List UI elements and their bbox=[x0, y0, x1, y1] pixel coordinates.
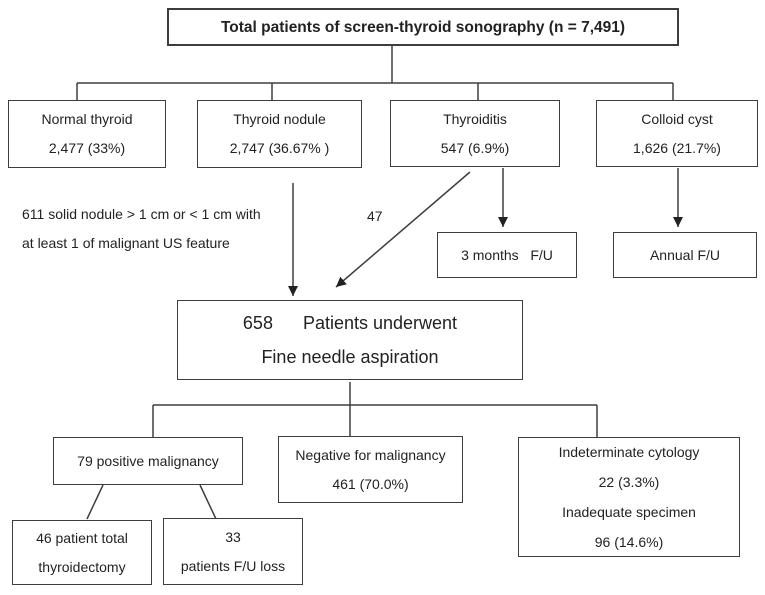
node-thyroid-nodule-count: 2,747 (36.67% ) bbox=[229, 140, 330, 156]
node-annual-fu: Annual F/U bbox=[613, 232, 757, 278]
node-fna-line1: 658 Patients underwent bbox=[242, 313, 458, 333]
node-thyroidectomy-line1: 46 patient total bbox=[36, 529, 128, 546]
annotation-solid-nodule-line1: 611 solid nodule > 1 cm or < 1 cm with bbox=[22, 206, 261, 222]
arrow-thyroiditis-to-fna bbox=[335, 171, 471, 288]
node-positive-malignancy: 79 positive malignancy bbox=[53, 437, 243, 485]
node-thyroid-nodule-label: Thyroid nodule bbox=[233, 111, 326, 127]
node-indeterminate-cytology: Indeterminate cytology 22 (3.3%) Inadequ… bbox=[518, 437, 740, 557]
node-indeterminate-line2: 22 (3.3%) bbox=[598, 474, 660, 490]
node-fna-line2: Fine needle aspiration bbox=[261, 347, 439, 367]
node-thyroid-nodule: Thyroid nodule 2,747 (36.67% ) bbox=[197, 100, 362, 168]
node-normal-thyroid-label: Normal thyroid bbox=[41, 111, 133, 127]
node-thyroiditis-count: 547 (6.9%) bbox=[440, 139, 510, 156]
node-thyroiditis-label: Thyroiditis bbox=[443, 110, 507, 127]
node-colloid-cyst: Colloid cyst 1,626 (21.7%) bbox=[596, 100, 758, 167]
node-total-patients: Total patients of screen-thyroid sonogra… bbox=[167, 8, 679, 46]
node-3-months-fu: 3 months F/U bbox=[437, 232, 577, 278]
node-3-months-fu-label: 3 months F/U bbox=[461, 246, 553, 263]
node-colloid-cyst-count: 1,626 (21.7%) bbox=[633, 139, 721, 156]
node-thyroiditis: Thyroiditis 547 (6.9%) bbox=[390, 100, 560, 167]
node-indeterminate-line3: Inadequate specimen bbox=[562, 504, 696, 520]
node-fna: 658 Patients underwent Fine needle aspir… bbox=[177, 300, 523, 380]
node-fu-loss-line2: patients F/U loss bbox=[180, 557, 286, 574]
node-indeterminate-line1: Indeterminate cytology bbox=[558, 444, 700, 460]
line-positive-to-fu-loss bbox=[199, 484, 217, 520]
node-normal-thyroid-count: 2,477 (33%) bbox=[48, 140, 126, 156]
node-normal-thyroid: Normal thyroid 2,477 (33%) bbox=[8, 100, 166, 168]
node-thyroidectomy: 46 patient total thyroidectomy bbox=[12, 520, 152, 585]
node-total-patients-label: Total patients of screen-thyroid sonogra… bbox=[220, 18, 626, 36]
line-positive-to-thyroidectomy bbox=[86, 484, 104, 520]
node-annual-fu-label: Annual F/U bbox=[649, 246, 721, 263]
node-positive-malignancy-label: 79 positive malignancy bbox=[77, 452, 219, 469]
node-negative-malignancy: Negative for malignancy 461 (70.0%) bbox=[278, 436, 463, 503]
annotation-solid-nodule-line2: at least 1 of malignant US feature bbox=[22, 235, 230, 251]
node-colloid-cyst-label: Colloid cyst bbox=[641, 110, 713, 127]
node-negative-malignancy-count: 461 (70.0%) bbox=[332, 475, 409, 492]
node-fu-loss: 33 patients F/U loss bbox=[163, 518, 303, 585]
node-fu-loss-line1: 33 bbox=[225, 528, 241, 545]
annotation-solid-nodule: 611 solid nodule > 1 cm or < 1 cm with a… bbox=[22, 200, 352, 258]
node-negative-malignancy-label: Negative for malignancy bbox=[295, 446, 446, 463]
node-indeterminate-line4: 96 (14.6%) bbox=[594, 534, 664, 550]
node-thyroidectomy-line2: thyroidectomy bbox=[38, 558, 126, 575]
annotation-47-count: 47 bbox=[367, 208, 383, 224]
